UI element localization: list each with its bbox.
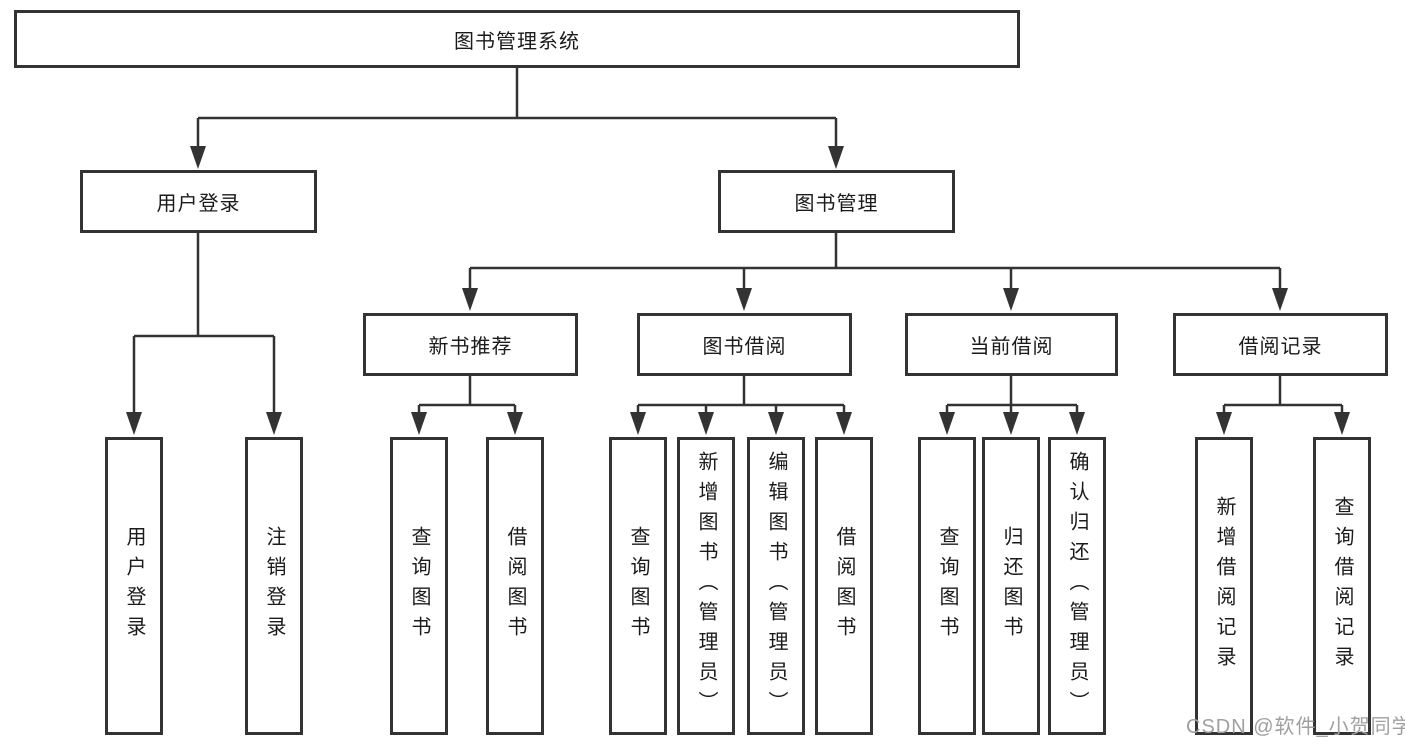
node-user-login: 用户登录	[80, 170, 317, 233]
leaf-add-borrow-record: 新增借阅记录	[1195, 437, 1253, 735]
leaf-add-book-admin-label: 新增图书（管理员）	[695, 451, 717, 721]
node-new-book-recommend: 新书推荐	[363, 313, 578, 376]
node-book-management: 图书管理	[718, 170, 955, 233]
node-library-system: 图书管理系统	[14, 10, 1020, 68]
leaf-query-book-borrow-label: 查询图书	[627, 526, 649, 646]
node-book-borrow-label: 图书借阅	[702, 336, 787, 358]
node-current-borrow-label: 当前借阅	[969, 336, 1054, 358]
leaf-return-book: 归还图书	[982, 437, 1040, 735]
leaf-query-book-recommend-label: 查询图书	[408, 526, 430, 646]
leaf-confirm-return-admin: 确认归还（管理员）	[1048, 437, 1106, 735]
leaf-edit-book-admin-label: 编辑图书（管理员）	[765, 451, 787, 721]
leaf-query-book-current-label: 查询图书	[936, 526, 958, 646]
leaf-edit-book-admin: 编辑图书（管理员）	[747, 437, 805, 735]
leaf-add-borrow-record-label: 新增借阅记录	[1213, 496, 1235, 676]
node-new-book-recommend-label: 新书推荐	[428, 336, 513, 358]
leaf-logout-label: 注销登录	[263, 526, 285, 646]
leaf-user-login: 用户登录	[105, 437, 163, 735]
leaf-query-borrow-record: 查询借阅记录	[1313, 437, 1371, 735]
node-library-system-label: 图书管理系统	[454, 30, 580, 53]
leaf-query-book-current: 查询图书	[918, 437, 976, 735]
leaf-borrow-book-recommend: 借阅图书	[486, 437, 544, 735]
leaf-query-borrow-record-label: 查询借阅记录	[1331, 496, 1353, 676]
leaf-borrow-book-label: 借阅图书	[833, 526, 855, 646]
node-borrow-records: 借阅记录	[1173, 313, 1388, 376]
node-borrow-records-label: 借阅记录	[1238, 336, 1323, 358]
leaf-query-book-recommend: 查询图书	[390, 437, 448, 735]
leaf-borrow-book-recommend-label: 借阅图书	[504, 526, 526, 646]
node-book-borrow: 图书借阅	[637, 313, 852, 376]
leaf-user-login-label: 用户登录	[123, 526, 145, 646]
leaf-logout: 注销登录	[245, 437, 303, 735]
node-current-borrow: 当前借阅	[905, 313, 1118, 376]
node-book-management-label: 图书管理	[794, 193, 879, 215]
leaf-borrow-book: 借阅图书	[815, 437, 873, 735]
leaf-confirm-return-admin-label: 确认归还（管理员）	[1066, 451, 1088, 721]
leaf-query-book-borrow: 查询图书	[609, 437, 667, 735]
node-user-login-label: 用户登录	[156, 193, 241, 215]
leaf-add-book-admin: 新增图书（管理员）	[677, 437, 735, 735]
watermark-text: CSDN @软件_小贺同学	[1186, 716, 1405, 738]
leaf-return-book-label: 归还图书	[1000, 526, 1022, 646]
